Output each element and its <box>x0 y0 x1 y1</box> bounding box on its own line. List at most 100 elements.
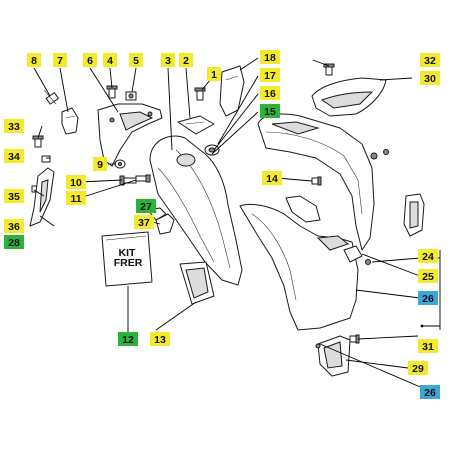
part-front-shield-3 <box>149 135 243 286</box>
part-cover-29 <box>315 335 351 377</box>
label-bg-l13 <box>150 332 170 346</box>
label-37[interactable]: 37 <box>134 215 154 229</box>
label-bg-l14 <box>262 171 282 185</box>
label-27[interactable]: 27 <box>136 199 156 213</box>
part-nut-34 <box>41 155 51 163</box>
label-24[interactable]: 24 <box>418 249 438 263</box>
label-bg-l29 <box>408 361 428 375</box>
label-number: 14 <box>266 173 278 185</box>
label-bg-l12 <box>118 332 138 346</box>
label-number: 37 <box>138 217 150 229</box>
label-number: 18 <box>264 52 276 64</box>
label-7[interactable]: 7 <box>53 53 67 67</box>
label-30[interactable]: 30 <box>420 71 440 85</box>
label-number: 33 <box>8 121 20 133</box>
label-34[interactable]: 34 <box>4 149 24 163</box>
label-9[interactable]: 9 <box>93 157 107 171</box>
label-12[interactable]: 12 <box>118 332 138 346</box>
label-number: 3 <box>165 55 171 67</box>
label-bg-l36 <box>4 219 24 233</box>
callout-labels: 8 7 6 4 5 3 2 1 18 17 16 15 32 30 33 34 … <box>4 50 440 399</box>
label-number: 15 <box>264 106 276 118</box>
label-bg-l9 <box>93 157 107 171</box>
label-bg-l10 <box>66 175 86 189</box>
label-25[interactable]: 25 <box>418 269 438 283</box>
label-bg-l8 <box>27 53 41 67</box>
label-bg-l28 <box>4 235 24 249</box>
label-number: 2 <box>183 55 189 67</box>
part-screw-31 <box>349 334 360 344</box>
label-bg-l6 <box>83 53 97 67</box>
label-number: 8 <box>31 55 37 67</box>
label-number: 26 <box>424 387 436 399</box>
part-clip-5 <box>125 91 137 101</box>
part-kit-bag-12: KIT FRER <box>101 231 153 287</box>
leader-lines <box>33 57 441 393</box>
label-16[interactable]: 16 <box>260 86 280 100</box>
label-6[interactable]: 6 <box>83 53 97 67</box>
label-4[interactable]: 4 <box>103 53 117 67</box>
label-18[interactable]: 18 <box>260 50 280 64</box>
label-bg-l4 <box>103 53 117 67</box>
label-bg-l34 <box>4 149 24 163</box>
label-14[interactable]: 14 <box>262 171 282 185</box>
label-35[interactable]: 35 <box>4 189 24 203</box>
label-29[interactable]: 29 <box>408 361 428 375</box>
label-bg-l11 <box>66 191 86 205</box>
label-13[interactable]: 13 <box>150 332 170 346</box>
label-number: 28 <box>8 237 20 249</box>
label-number: 36 <box>8 221 20 233</box>
label-26-lower[interactable]: 26 <box>420 385 440 399</box>
label-bg-l24 <box>418 249 438 263</box>
part-inner-panel-6 <box>97 103 163 167</box>
label-number: 27 <box>140 201 152 213</box>
label-28[interactable]: 28 <box>4 235 24 249</box>
label-32[interactable]: 32 <box>420 53 440 67</box>
label-33[interactable]: 33 <box>4 119 24 133</box>
part-screw-1 <box>194 87 206 101</box>
part-screw-8 <box>43 89 59 105</box>
label-1[interactable]: 1 <box>207 67 221 81</box>
label-8[interactable]: 8 <box>27 53 41 67</box>
part-plate-2 <box>177 115 215 135</box>
label-number: 7 <box>57 55 63 67</box>
label-bg-l31 <box>418 339 438 353</box>
label-number: 13 <box>154 334 166 346</box>
label-bg-l33 <box>4 119 24 133</box>
label-bg-l37 <box>134 215 154 229</box>
part-side-reflector <box>403 193 425 237</box>
label-number: 34 <box>8 151 20 163</box>
label-15[interactable]: 15 <box>260 104 280 118</box>
label-5[interactable]: 5 <box>129 53 143 67</box>
label-number: 5 <box>133 55 139 67</box>
label-number: 26 <box>422 293 434 305</box>
label-3[interactable]: 3 <box>161 53 175 67</box>
part-top-cover-30 <box>311 77 387 117</box>
label-17[interactable]: 17 <box>260 68 280 82</box>
label-2[interactable]: 2 <box>179 53 193 67</box>
part-nut-9 <box>114 159 126 169</box>
label-number: 31 <box>422 341 434 353</box>
label-36[interactable]: 36 <box>4 219 24 233</box>
label-26-upper[interactable]: 26 <box>418 291 438 305</box>
part-bracket-7 <box>61 107 79 135</box>
label-number: 32 <box>424 55 436 67</box>
label-11[interactable]: 11 <box>66 191 86 205</box>
part-clip-25 <box>343 245 371 265</box>
label-bg-l3 <box>161 53 175 67</box>
label-bg-l26b <box>420 385 440 399</box>
label-number: 1 <box>211 69 217 81</box>
kit-bag-text-line2: FRER <box>114 257 143 269</box>
label-number: 29 <box>412 363 424 375</box>
part-bracket-18 <box>219 65 245 117</box>
label-bg-l35 <box>4 189 24 203</box>
label-10[interactable]: 10 <box>66 175 86 189</box>
label-number: 12 <box>122 334 134 346</box>
label-bg-l18 <box>260 50 280 64</box>
label-31[interactable]: 31 <box>418 339 438 353</box>
label-bg-l7 <box>53 53 67 67</box>
label-number: 24 <box>422 251 434 263</box>
label-bg-l30 <box>420 71 440 85</box>
